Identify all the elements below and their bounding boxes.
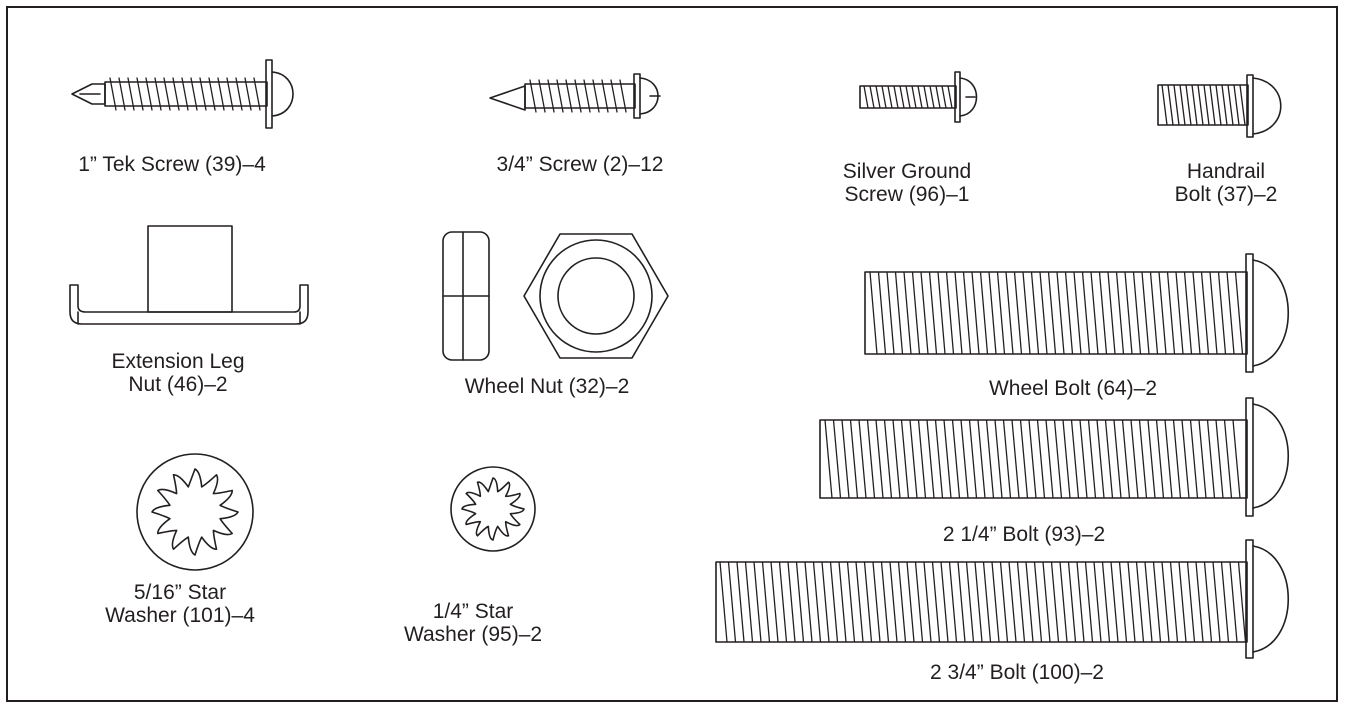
tek-screw-label: 1” Tek Screw (39)–4 [78, 153, 266, 176]
silver-ground-screw-label: Silver Ground Screw (96)–1 [842, 160, 972, 206]
star-washer-5-16-icon [136, 453, 254, 571]
star-washer-1-4-label: 1/4” Star Washer (95)–2 [403, 600, 543, 646]
silver-ground-screw-icon [859, 71, 978, 123]
extension-leg-nut-label: Extension Leg Nut (46)–2 [111, 350, 245, 396]
wheel-nut-label: Wheel Nut (32)–2 [464, 375, 630, 398]
tek-screw-icon [71, 59, 294, 129]
bolt-2-1-4-label: 2 1/4” Bolt (93)–2 [942, 523, 1106, 546]
bolt-2-3-4-label: 2 3/4” Bolt (100)–2 [930, 661, 1104, 684]
handrail-bolt-label: Handrail Bolt (37)–2 [1174, 160, 1278, 206]
bolt-2-1-4-icon [819, 397, 1290, 517]
screw-3-4-label: 3/4” Screw (2)–12 [496, 153, 664, 176]
bolt-2-3-4-icon [715, 539, 1290, 659]
wheel-bolt-icon [864, 253, 1290, 373]
star-washer-5-16-label: 5/16” Star Washer (101)–4 [105, 581, 255, 627]
wheel-nut-icon [442, 231, 669, 361]
star-washer-1-4-icon [450, 466, 536, 552]
handrail-bolt-icon [1157, 74, 1282, 138]
screw-3-4-icon [489, 73, 661, 119]
extension-leg-nut-icon [69, 225, 309, 325]
wheel-bolt-label: Wheel Bolt (64)–2 [988, 377, 1158, 400]
